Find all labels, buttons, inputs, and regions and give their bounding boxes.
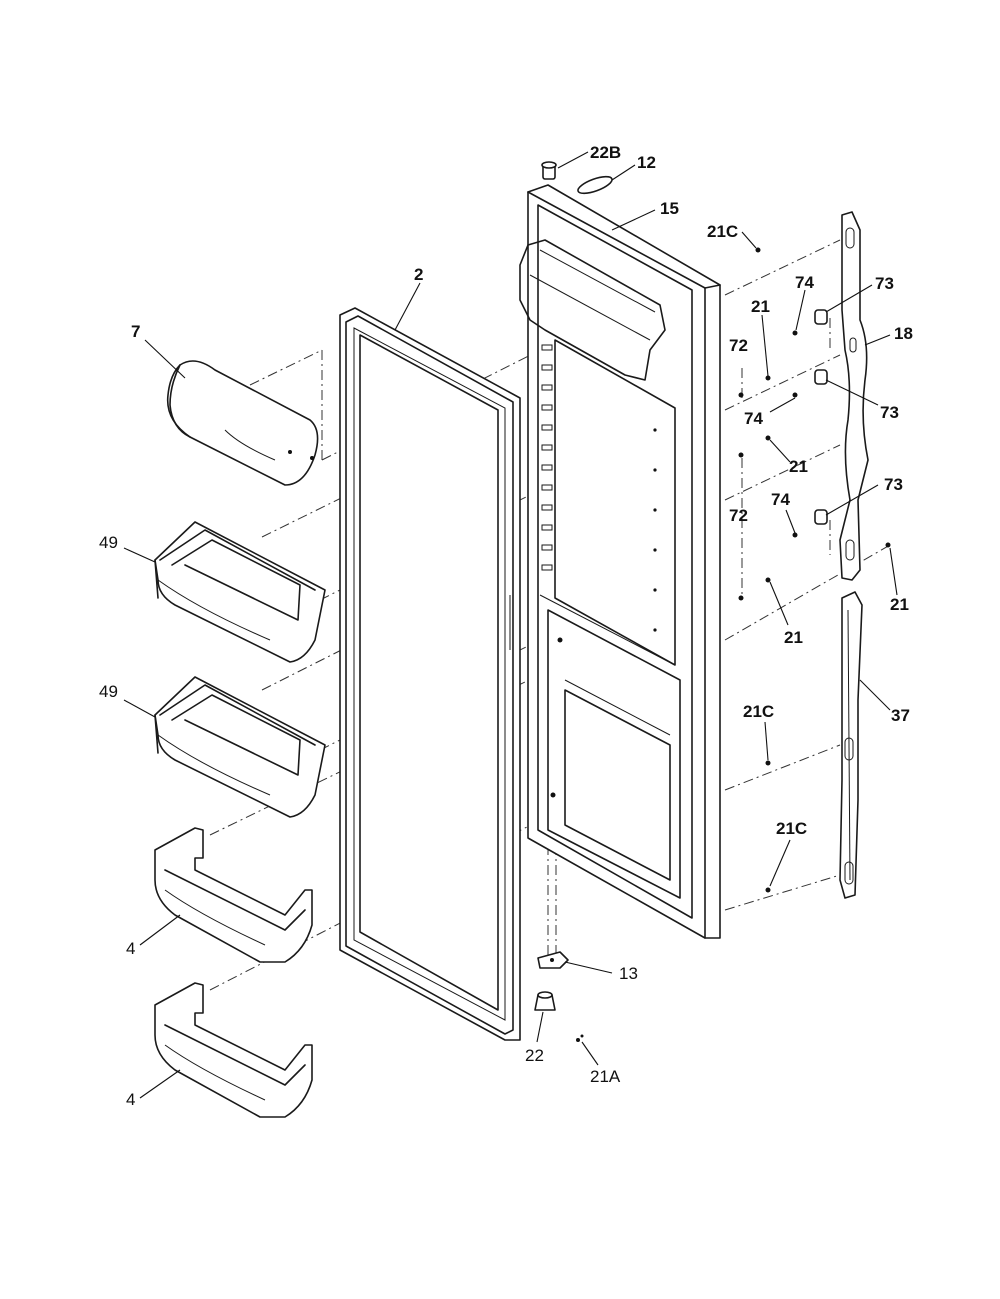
part-13-bottom-hinge [537,951,569,969]
label-72-b: 72 [729,506,748,525]
label-21-c: 21 [784,628,803,647]
label-4-a: 4 [126,939,135,958]
part-12-hinge-washer [577,175,613,195]
label-74-b: 74 [744,409,763,428]
label-37: 37 [891,706,910,725]
label-21-a: 21 [751,297,770,316]
label-22b: 22B [590,143,621,162]
label-12: 12 [637,153,656,172]
label-22: 22 [525,1046,544,1065]
label-13: 13 [619,964,638,983]
part-18-handle [839,211,869,581]
part-73-spacers [814,309,828,525]
part-49-upper-bin [154,521,326,663]
label-2: 2 [414,265,423,284]
fastener-dots [738,247,891,893]
part-37-handle-trim [839,591,863,899]
label-7: 7 [131,322,140,341]
part-49-lower-bin [154,676,326,818]
leader-lines [123,151,898,1099]
label-73-a: 73 [875,274,894,293]
label-73-b: 73 [880,403,899,422]
label-21c-bot: 21C [776,819,807,838]
label-21-d: 21 [890,595,909,614]
label-21c-mid: 21C [743,702,774,721]
label-21a: 21A [590,1067,621,1086]
label-49-a: 49 [99,533,118,552]
label-15: 15 [660,199,679,218]
part-2-door-gasket [339,307,521,1041]
part-15-door [519,184,721,939]
shelf-slots [541,344,657,798]
part-4-lower-shelf [154,982,313,1118]
label-4-b: 4 [126,1090,135,1109]
label-73-c: 73 [884,475,903,494]
callout-labels: 22B 12 15 21C 2 74 73 7 21 18 72 74 73 2… [99,143,913,1109]
label-72-a: 72 [729,336,748,355]
label-21c-top: 21C [707,222,738,241]
part-22b-hinge-bushing [541,161,557,180]
part-22-hinge-bushing [534,991,556,1011]
label-18: 18 [894,324,913,343]
part-4-upper-shelf [154,827,313,963]
part-21a-screw [576,1034,584,1042]
part-7-dairy-cover [166,360,319,486]
label-74-c: 74 [771,490,790,509]
label-74-a: 74 [795,273,814,292]
label-49-b: 49 [99,682,118,701]
label-21-b: 21 [789,457,808,476]
